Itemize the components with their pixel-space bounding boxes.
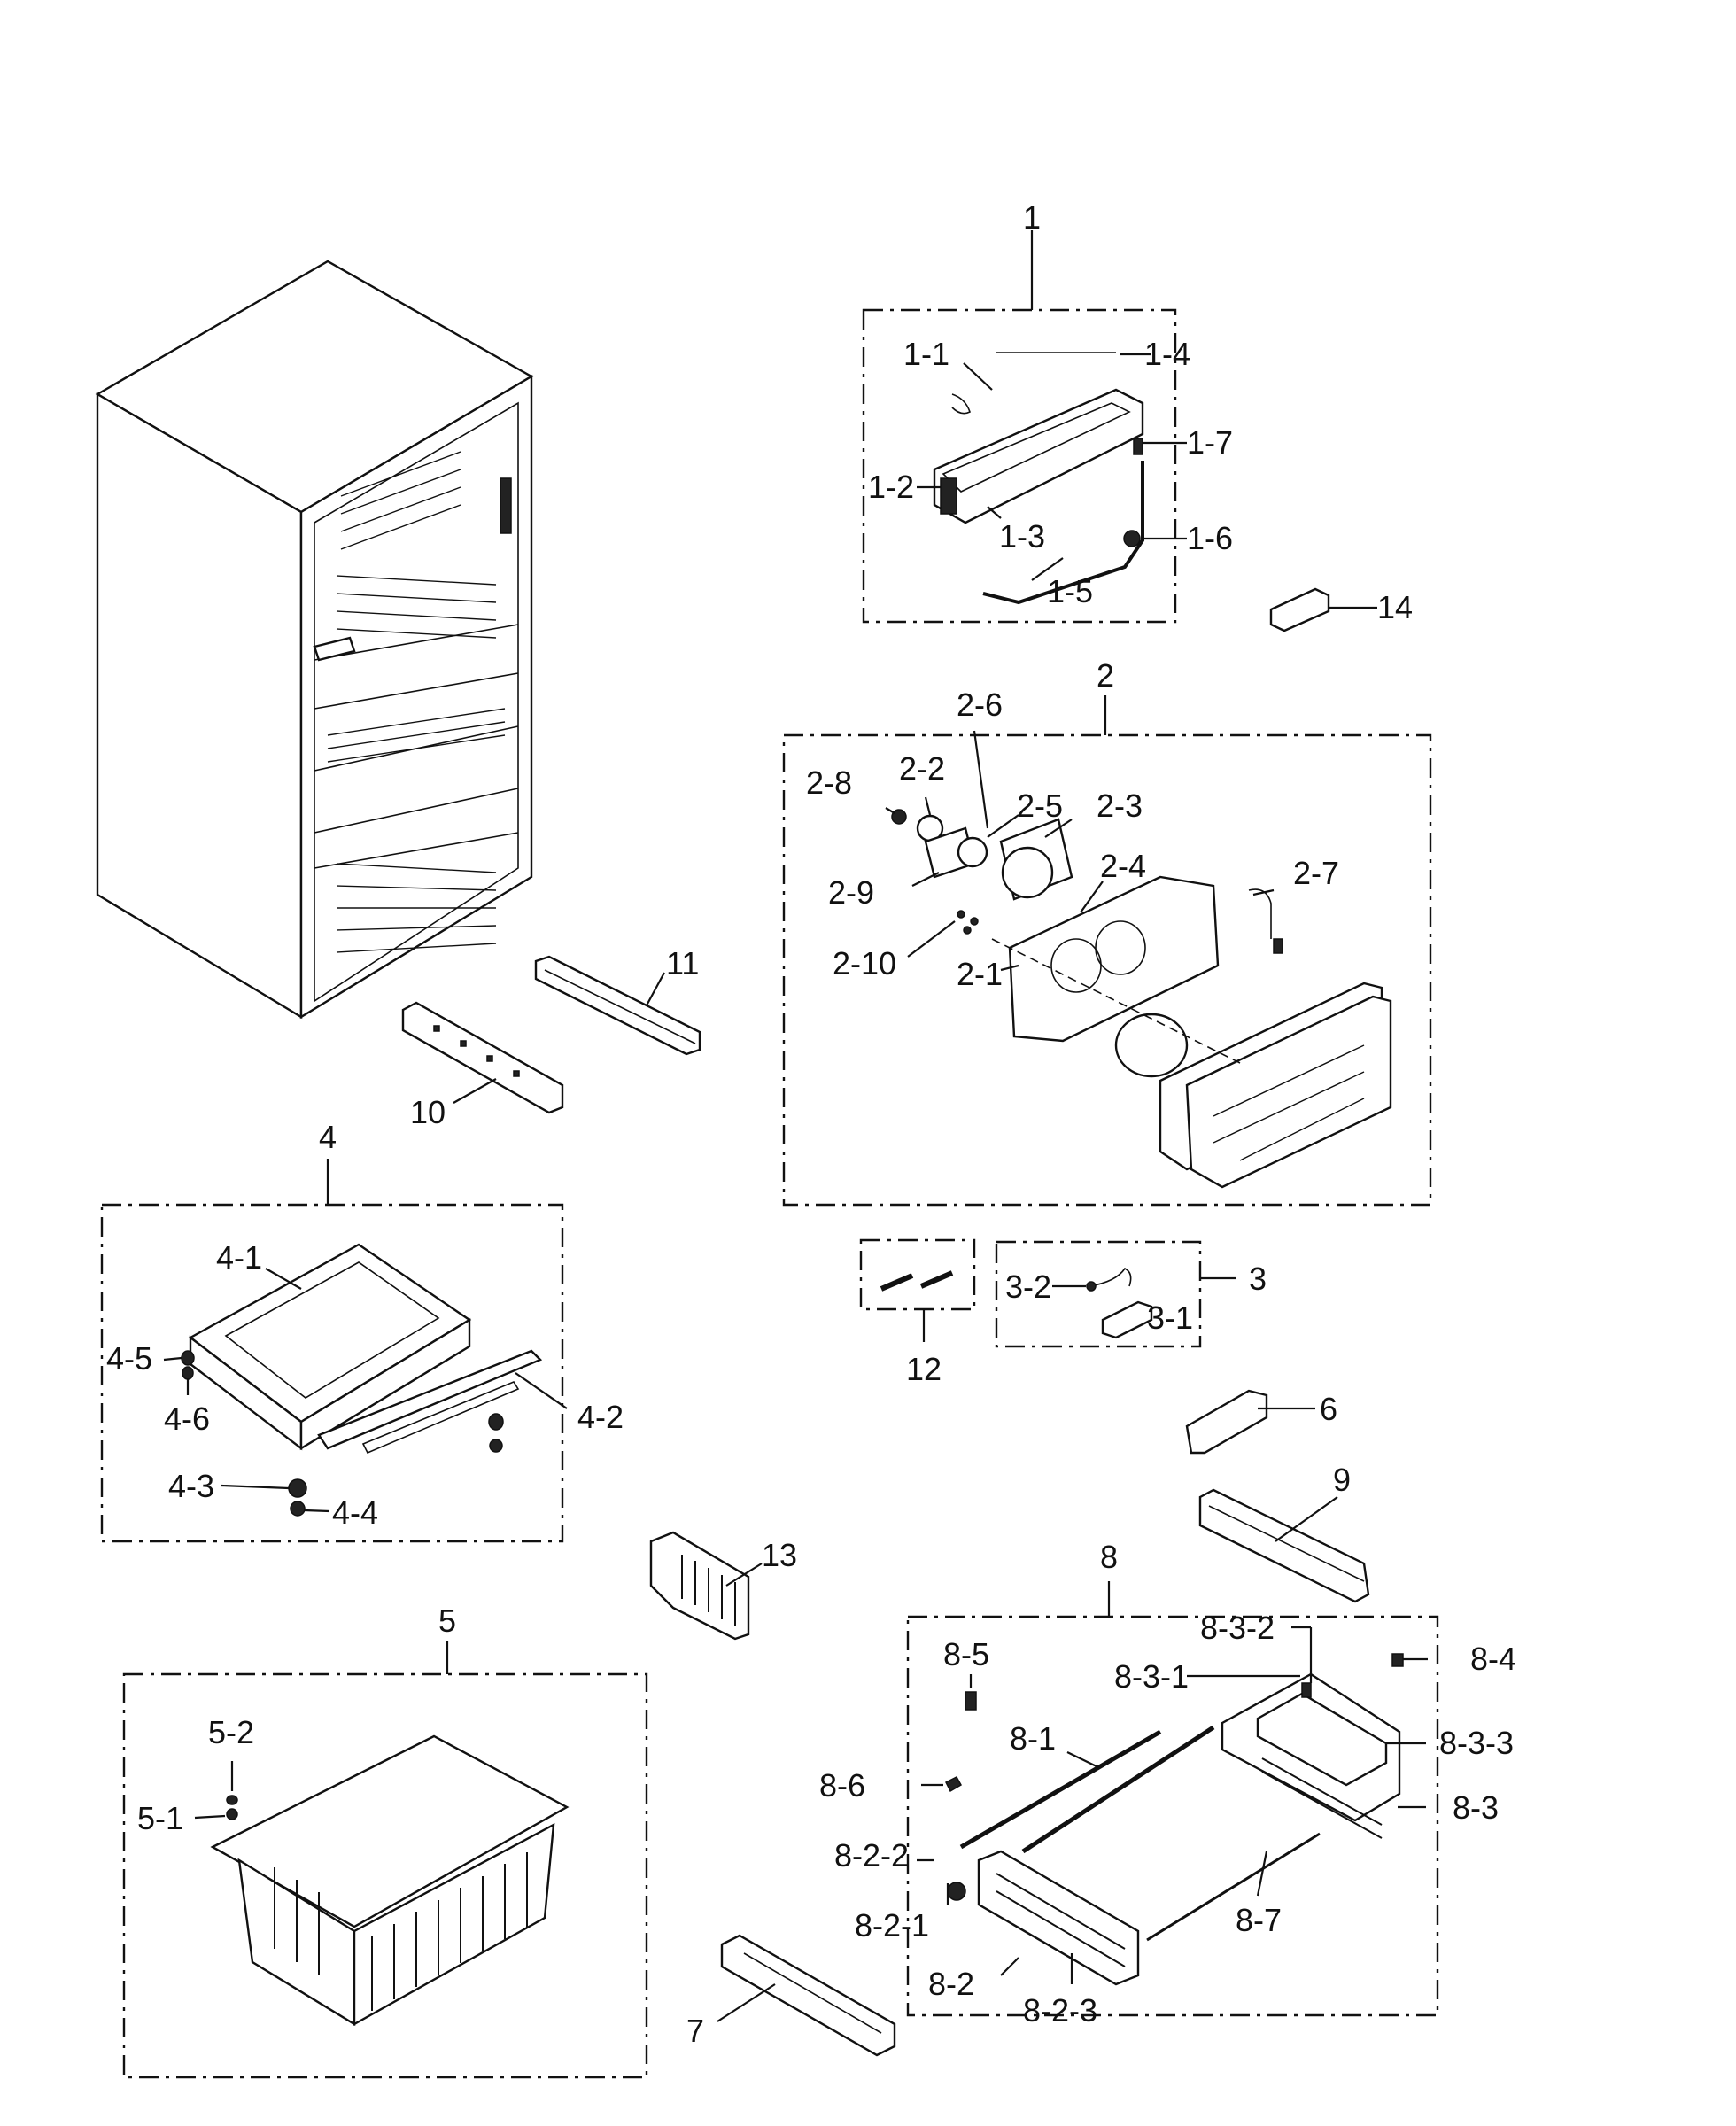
label-8-2-2: 8-2-2 (834, 1837, 909, 1874)
label-4-5: 4-5 (106, 1340, 152, 1377)
label-4-2: 4-2 (577, 1399, 624, 1435)
group-4-box (100, 1203, 564, 1543)
group-5-box (122, 1672, 648, 2079)
label-8-3-1: 8-3-1 (1114, 1658, 1189, 1695)
part-10: 10 (401, 1001, 564, 1130)
label-10: 10 (410, 1094, 446, 1130)
label-8-3-3: 8-3-3 (1439, 1725, 1514, 1761)
label-2-7: 2-7 (1293, 855, 1339, 891)
label-5-2: 5-2 (208, 1714, 254, 1750)
part-7: 7 (686, 1934, 896, 2057)
group-3-box (995, 1240, 1202, 1348)
label-8-2-3: 8-2-3 (1023, 1992, 1097, 2029)
label-11: 11 (666, 945, 699, 982)
label-3-1: 3-1 (1147, 1300, 1193, 1336)
label-7: 7 (686, 2013, 704, 2049)
label-12: 12 (906, 1351, 942, 1387)
part-9: 9 (1198, 1462, 1370, 1603)
group-3: 3 3-2 3-1 (995, 1240, 1267, 1348)
label-9: 9 (1333, 1462, 1351, 1498)
label-8-2: 8-2 (928, 1966, 974, 2002)
label-4-1: 4-1 (216, 1239, 262, 1276)
group-1: 1 1-1 1-2 1-3 1-4 1-5 1-6 1-7 (862, 199, 1233, 624)
label-1-1: 1-1 (903, 336, 949, 372)
label-1-7: 1-7 (1187, 424, 1233, 461)
label-1-4: 1-4 (1144, 336, 1190, 372)
group-8: 8 8-1 8-2 8-2- (819, 1539, 1516, 2029)
label-8-6: 8-6 (819, 1767, 865, 1804)
label-1-6: 1-6 (1187, 520, 1233, 556)
group-8-label: 8 (1100, 1539, 1118, 1575)
group-4: 4 4-1 4-2 4-3 4-4 4-5 4-6 (100, 1119, 624, 1543)
part-13: 13 (649, 1531, 797, 1641)
label-8-2-1: 8-2-1 (855, 1907, 929, 1944)
label-13: 13 (762, 1537, 797, 1573)
label-4-4: 4-4 (332, 1494, 378, 1531)
label-4-6: 4-6 (164, 1401, 210, 1437)
part-14: 14 (1269, 587, 1413, 632)
group-5-label: 5 (438, 1602, 456, 1639)
label-14: 14 (1377, 589, 1413, 625)
label-2-2: 2-2 (899, 750, 945, 787)
label-6: 6 (1320, 1391, 1337, 1427)
label-1-3: 1-3 (999, 518, 1045, 555)
label-8-7: 8-7 (1236, 1902, 1282, 1938)
label-2-4: 2-4 (1100, 848, 1146, 884)
part-12: 12 (859, 1238, 976, 1387)
label-2-3: 2-3 (1097, 788, 1143, 824)
label-2-5: 2-5 (1017, 788, 1063, 824)
refrigerator-cabinet (95, 260, 534, 1020)
group-4-label: 4 (319, 1119, 337, 1155)
group-1-label: 1 (1023, 199, 1041, 236)
group-2: 2 2-1 2-2 2- (782, 657, 1432, 1207)
label-2-1: 2-1 (957, 956, 1003, 992)
label-5-1: 5-1 (137, 1800, 183, 1836)
part-6: 6 (1185, 1389, 1337, 1455)
label-2-10: 2-10 (833, 945, 896, 982)
label-2-8: 2-8 (806, 764, 852, 801)
label-3-2: 3-2 (1005, 1269, 1051, 1305)
part-12-box (859, 1238, 976, 1311)
group-1-box (862, 308, 1177, 624)
group-2-label: 2 (1097, 657, 1114, 694)
label-8-3-2: 8-3-2 (1200, 1610, 1275, 1646)
group-5: 5 5-2 5-1 (122, 1602, 648, 2079)
label-8-3: 8-3 (1453, 1789, 1499, 1826)
label-1-5: 1-5 (1047, 573, 1093, 609)
label-1-2: 1-2 (868, 469, 914, 505)
group-3-label: 3 (1249, 1261, 1267, 1297)
label-2-6: 2-6 (957, 687, 1003, 723)
label-4-3: 4-3 (168, 1468, 214, 1504)
group-8-box (906, 1615, 1439, 2017)
label-8-4: 8-4 (1470, 1641, 1516, 1677)
label-2-9: 2-9 (828, 874, 874, 911)
part-11: 11 (534, 945, 701, 1056)
label-8-5: 8-5 (943, 1636, 989, 1672)
label-8-1: 8-1 (1010, 1720, 1056, 1757)
